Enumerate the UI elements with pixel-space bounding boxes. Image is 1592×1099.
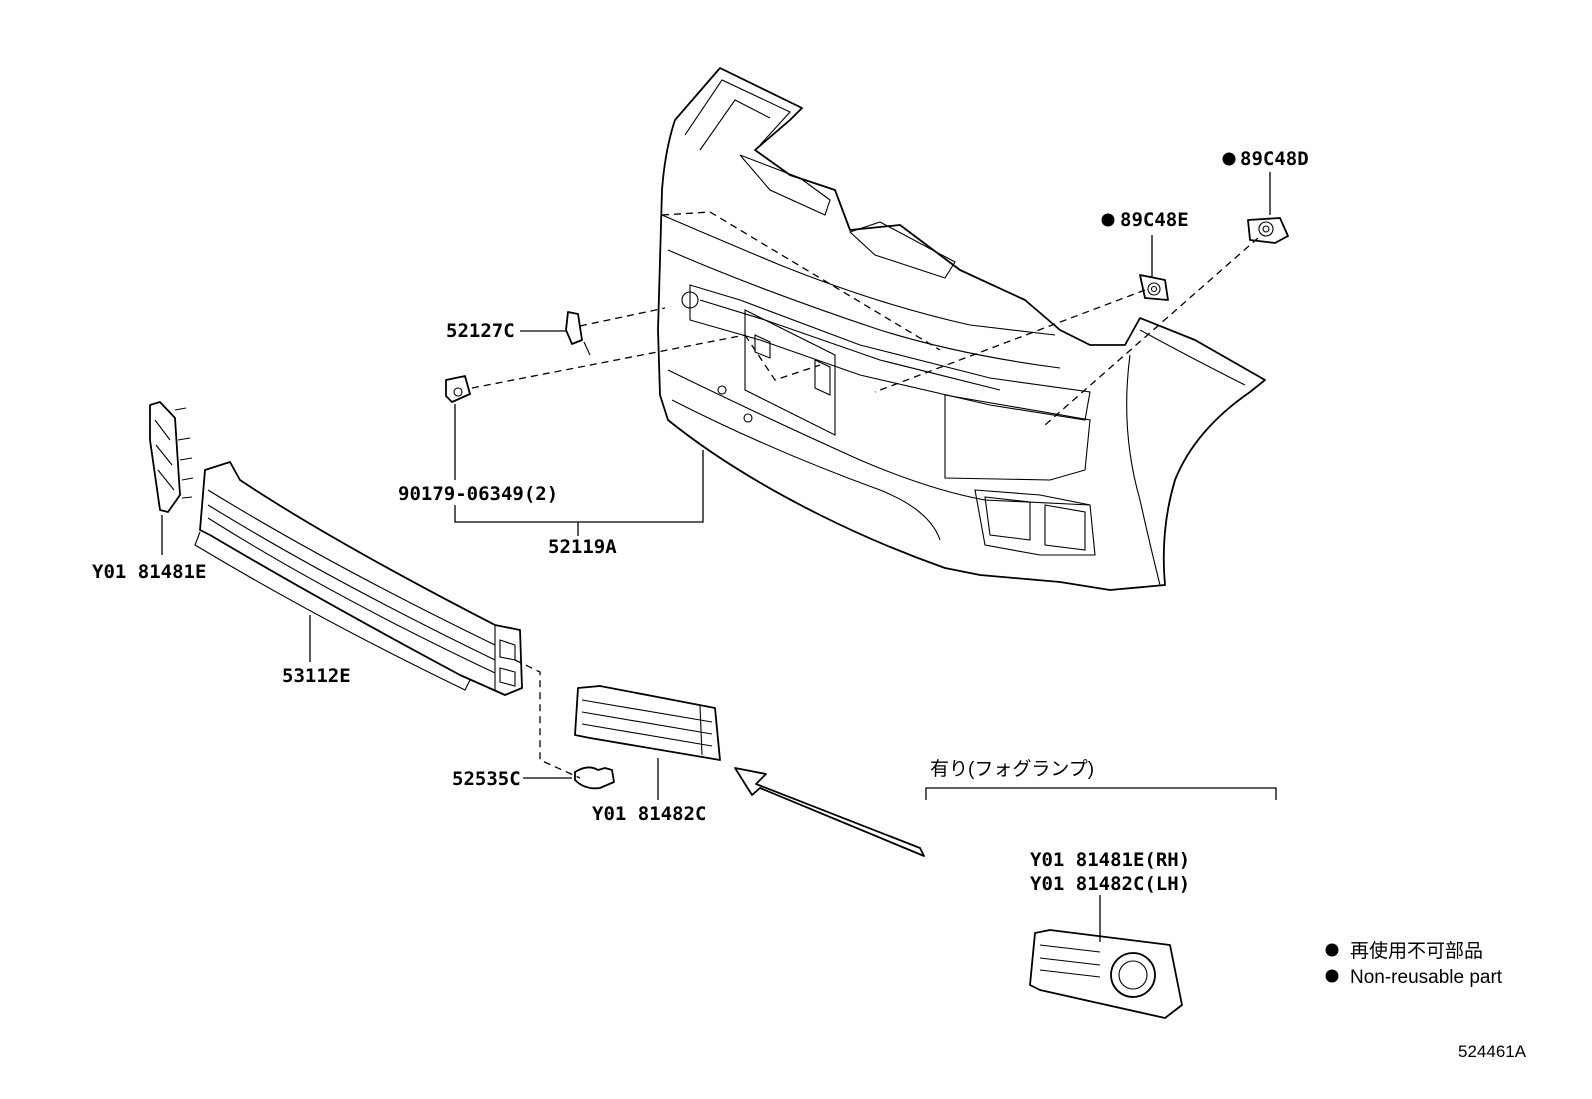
label-53112e: 53112E bbox=[282, 665, 351, 687]
legend: 再使用不可部品 Non-reusable part bbox=[1325, 940, 1503, 988]
fog-lamp-header: 有り(フォグランプ) bbox=[930, 758, 1094, 780]
sensor-89c48e-drawing bbox=[1139, 274, 1169, 301]
side-grille-81481e-drawing bbox=[149, 401, 194, 513]
clip-52535c-drawing bbox=[574, 766, 615, 790]
label-90179-06349: 90179-06349(2) bbox=[398, 483, 558, 505]
bumper-cover-drawing bbox=[657, 67, 1266, 591]
non-reusable-marker bbox=[1222, 152, 1236, 166]
label-y01-81481e: Y01 81481E bbox=[92, 561, 206, 583]
lower-grille-81482c-drawing bbox=[574, 685, 721, 761]
dashed-reference-lines bbox=[471, 211, 1259, 779]
legend-en: Non-reusable part bbox=[1350, 967, 1503, 988]
label-89c48e: 89C48E bbox=[1120, 209, 1189, 231]
label-52535c: 52535C bbox=[452, 768, 521, 790]
fog-lamp-grille-drawing bbox=[1029, 929, 1183, 1019]
nut-90179-drawing bbox=[445, 375, 471, 403]
reference-number: 524461A bbox=[1458, 1042, 1527, 1061]
label-89c48d: 89C48D bbox=[1240, 148, 1309, 170]
label-52119a: 52119A bbox=[548, 536, 617, 558]
direction-arrow bbox=[734, 767, 925, 857]
sensor-89c48d-drawing bbox=[1247, 217, 1289, 244]
legend-jp: 再使用不可部品 bbox=[1350, 940, 1483, 962]
leader-lines bbox=[161, 172, 1277, 942]
cover-52127c-drawing bbox=[565, 311, 591, 356]
legend-marker-jp bbox=[1325, 943, 1339, 957]
label-52127c: 52127C bbox=[446, 320, 515, 342]
legend-marker-en bbox=[1325, 969, 1339, 983]
label-y01-81482c: Y01 81482C bbox=[592, 803, 706, 825]
non-reusable-marker bbox=[1101, 213, 1115, 227]
label-fog-lh: Y01 81482C(LH) bbox=[1030, 873, 1190, 895]
label-fog-rh: Y01 81481E(RH) bbox=[1030, 849, 1190, 871]
lower-grille-53112e-drawing bbox=[194, 461, 523, 696]
